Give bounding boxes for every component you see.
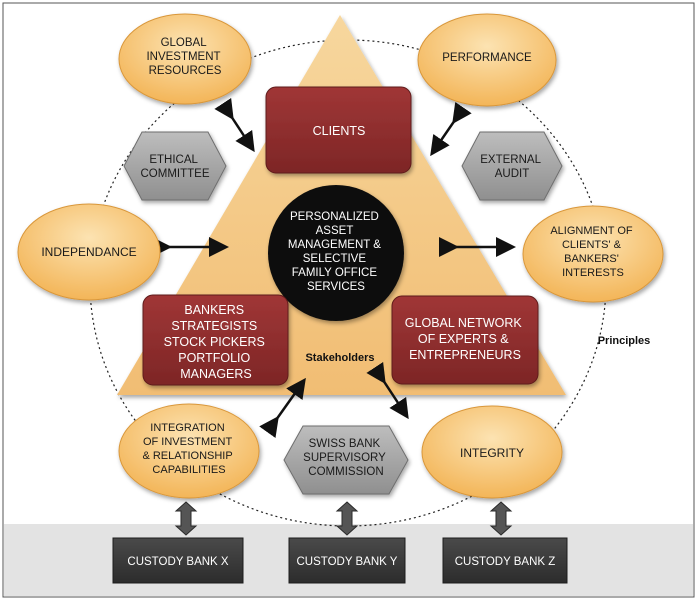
clients-label: CLIENTS — [313, 124, 366, 138]
performance-circle — [417, 13, 557, 107]
principles-label: Principles — [598, 335, 651, 347]
custody-bank-z-box — [442, 537, 568, 584]
custody-bank-y-box — [288, 537, 406, 584]
custody-y-arrow — [335, 501, 359, 536]
center-services-circle — [268, 185, 404, 321]
custody-connectors — [174, 501, 513, 536]
external-audit-hexagon — [461, 131, 563, 201]
clients-box — [265, 86, 412, 174]
bankers-label: BANKERS STRATEGISTS STOCK PICKERS PORTFO… — [164, 303, 269, 381]
independance-circle — [17, 203, 161, 301]
arrow-global-clients — [214, 97, 255, 153]
custody-z-arrow — [489, 501, 513, 536]
custody-bank-x-box — [112, 537, 244, 584]
center-services-label: PERSONALIZED ASSET MANAGEMENT & SELECTIV… — [288, 211, 384, 293]
ethical-committee-label: ETHICAL COMMITTEE — [141, 154, 210, 180]
stakeholders-label: Stakeholders — [305, 352, 374, 364]
alignment-circle — [522, 205, 664, 303]
arrow-integrity — [366, 361, 409, 420]
global-network-box — [391, 295, 539, 385]
performance-label: PERFORMANCE — [442, 52, 532, 64]
swiss-bank-label: SWISS BANK SUPERVISORY COMMISSION — [303, 438, 389, 478]
alignment-label: ALIGNMENT OF CLIENTS' & BANKERS' INTERES… — [550, 225, 635, 279]
arrow-integration — [259, 377, 306, 439]
global-investment-label: GLOBAL INVESTMENT RESOURCES — [146, 37, 223, 77]
external-audit-label: EXTERNAL AUDIT — [480, 154, 544, 180]
integration-label: INTEGRATION OF INVESTMENT & RELATIONSHIP… — [142, 422, 235, 476]
bankers-box — [142, 294, 289, 386]
custody-bank-z-label: CUSTODY BANK Z — [455, 556, 556, 568]
independance-label: INDEPENDANCE — [41, 245, 136, 259]
custody-x-arrow — [174, 501, 198, 536]
global-investment-circle — [118, 13, 252, 105]
global-network-label: GLOBAL NETWORK OF EXPERTS & ENTREPRENEUR… — [405, 316, 525, 362]
connector-arrows — [152, 97, 516, 439]
custody-bank-y-label: CUSTODY BANK Y — [297, 556, 398, 568]
integrity-label: INTEGRITY — [460, 446, 524, 460]
arrow-performance-clients — [430, 101, 472, 157]
integrity-circle — [421, 405, 563, 499]
custody-bank-x-label: CUSTODY BANK X — [127, 556, 229, 568]
swiss-bank-hexagon — [283, 425, 409, 495]
ethical-committee-hexagon — [123, 131, 227, 201]
integration-circle — [118, 403, 260, 499]
